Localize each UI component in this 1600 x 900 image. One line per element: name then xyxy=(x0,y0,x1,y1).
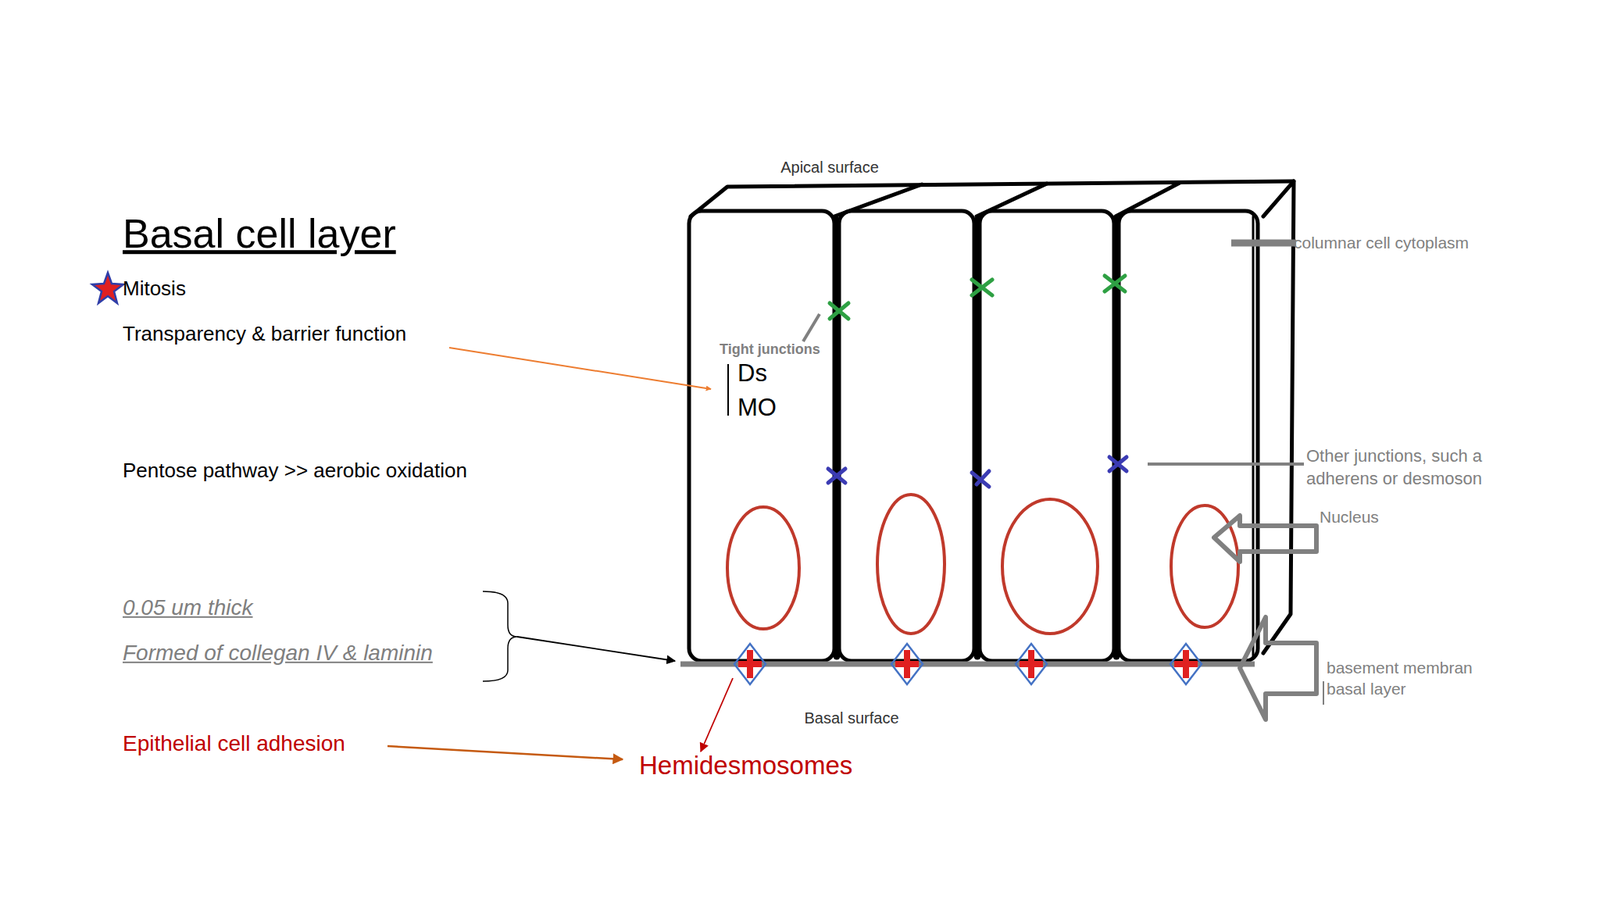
part-label: columnar cell cytoplasm xyxy=(1293,232,1469,254)
membrane-note: Formed of collegan IV & laminin xyxy=(122,639,433,668)
cell-outline xyxy=(689,210,835,661)
part-label: Hemidesmosomes xyxy=(639,749,853,783)
part-label: Nucleus xyxy=(1319,506,1379,528)
junction-mark xyxy=(1109,457,1127,472)
part-label: Other junctions, such a adherens or desm… xyxy=(1306,445,1518,490)
junction-mark xyxy=(829,303,849,319)
cell-membrane xyxy=(833,220,841,657)
hemidesmosome-outline xyxy=(734,643,766,685)
abbreviation: MO xyxy=(737,392,777,424)
leader-bar xyxy=(1231,239,1297,247)
junction-mark xyxy=(1104,275,1125,292)
hollow-arrow xyxy=(1239,617,1317,720)
abbreviation: Ds xyxy=(737,357,768,390)
hemidesmosome-outline xyxy=(1015,643,1047,685)
leader-line xyxy=(803,314,820,342)
nucleus xyxy=(877,494,945,634)
callout-arrow xyxy=(387,746,623,760)
adherens-junctions xyxy=(828,457,1127,487)
list-item: Mitosis xyxy=(122,275,186,303)
list-item: Epithelial cell adhesion xyxy=(122,729,346,758)
side-face-edge xyxy=(1252,216,1255,658)
hemidesmosomes xyxy=(734,643,1202,685)
junction-mark xyxy=(971,279,993,296)
callout-arrow xyxy=(517,636,675,661)
nuclei xyxy=(727,494,1239,634)
leader-line xyxy=(1147,462,1304,466)
leader-tick xyxy=(1322,681,1325,705)
cell-outline xyxy=(979,210,1115,661)
hemidesmosome-bar xyxy=(895,660,919,668)
hemidesmosome-bar xyxy=(1019,660,1043,668)
hemidesmosome-symbol xyxy=(734,643,766,685)
list-item: Pentose pathway >> aerobic oxidation xyxy=(122,457,468,485)
hemidesmosome-outline xyxy=(1170,643,1202,685)
nucleus xyxy=(1002,499,1098,634)
hemidesmosome-outline xyxy=(891,643,923,685)
hollow-arrow xyxy=(1214,515,1317,562)
tight-junctions xyxy=(829,275,1125,319)
membrane-note: 0.05 um thick xyxy=(122,593,254,622)
bracket-bar xyxy=(727,364,729,416)
callout-arrow xyxy=(700,678,733,752)
hemidesmosome-symbol xyxy=(891,643,923,685)
cell-outline xyxy=(839,210,975,661)
list-item: Transparency & barrier function xyxy=(122,321,407,348)
part-label: Tight junctions xyxy=(719,340,821,359)
part-label: basement membran basal layer xyxy=(1326,657,1483,700)
epithelium-block xyxy=(689,181,1294,661)
hemidesmosome-symbol xyxy=(1015,643,1047,685)
junction-mark xyxy=(828,468,846,483)
slide-title: Basal cell layer xyxy=(122,207,397,261)
star-bullet xyxy=(92,272,124,304)
callout-arrow xyxy=(449,347,711,390)
surface-label: Apical surface xyxy=(780,157,879,178)
curly-brace xyxy=(482,591,518,682)
surface-label: Basal surface xyxy=(803,707,899,729)
nucleus xyxy=(727,507,800,629)
junction-mark xyxy=(971,471,990,487)
hemidesmosome-symbol xyxy=(1170,643,1202,685)
hemidesmosome-bar xyxy=(1174,660,1198,668)
side-face-edge xyxy=(1263,181,1294,654)
cell-outline xyxy=(1118,210,1258,661)
hemidesmosome-bar xyxy=(738,660,762,668)
